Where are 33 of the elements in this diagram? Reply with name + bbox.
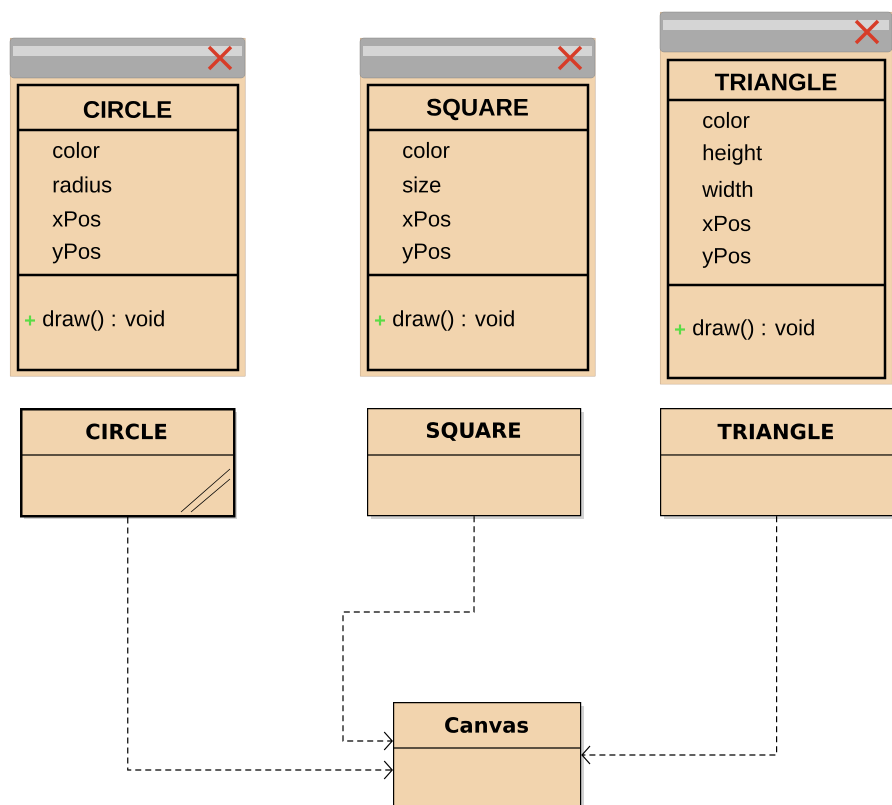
class-box xyxy=(20,408,237,519)
class-name: Canvas xyxy=(445,717,528,733)
class-window xyxy=(360,38,596,376)
class-name: TRIANGLE xyxy=(718,424,834,440)
attribute: radius xyxy=(54,176,112,193)
method: draw() : void xyxy=(43,310,164,331)
dependency-arrow xyxy=(342,516,475,750)
dependency-arrow xyxy=(581,516,778,764)
attribute: width xyxy=(702,180,752,198)
class-name: CIRCLE xyxy=(86,424,166,440)
dependency-arrow xyxy=(127,518,393,780)
attribute: xPos xyxy=(702,216,750,232)
class-box xyxy=(367,408,584,519)
class-name: SQUARE xyxy=(426,422,520,441)
method: draw() : void xyxy=(693,319,814,340)
class-box xyxy=(393,702,584,805)
attribute: color xyxy=(703,112,750,128)
attribute: height xyxy=(704,144,762,165)
method: draw() : void xyxy=(393,310,514,331)
attribute: xPos xyxy=(52,211,100,227)
attribute: color xyxy=(53,142,100,158)
attribute: size xyxy=(402,176,440,193)
attribute: yPos xyxy=(402,244,450,264)
attribute: yPos xyxy=(52,244,100,264)
class-name: CIRCLE xyxy=(84,101,172,118)
class-window xyxy=(10,38,246,376)
class-name: TRIANGLE xyxy=(714,74,836,90)
class-window xyxy=(660,12,892,384)
attribute: color xyxy=(403,142,450,158)
class-name: SQUARE xyxy=(426,98,528,120)
attribute: xPos xyxy=(402,211,450,227)
class-box xyxy=(660,408,892,519)
attribute: yPos xyxy=(702,248,750,268)
